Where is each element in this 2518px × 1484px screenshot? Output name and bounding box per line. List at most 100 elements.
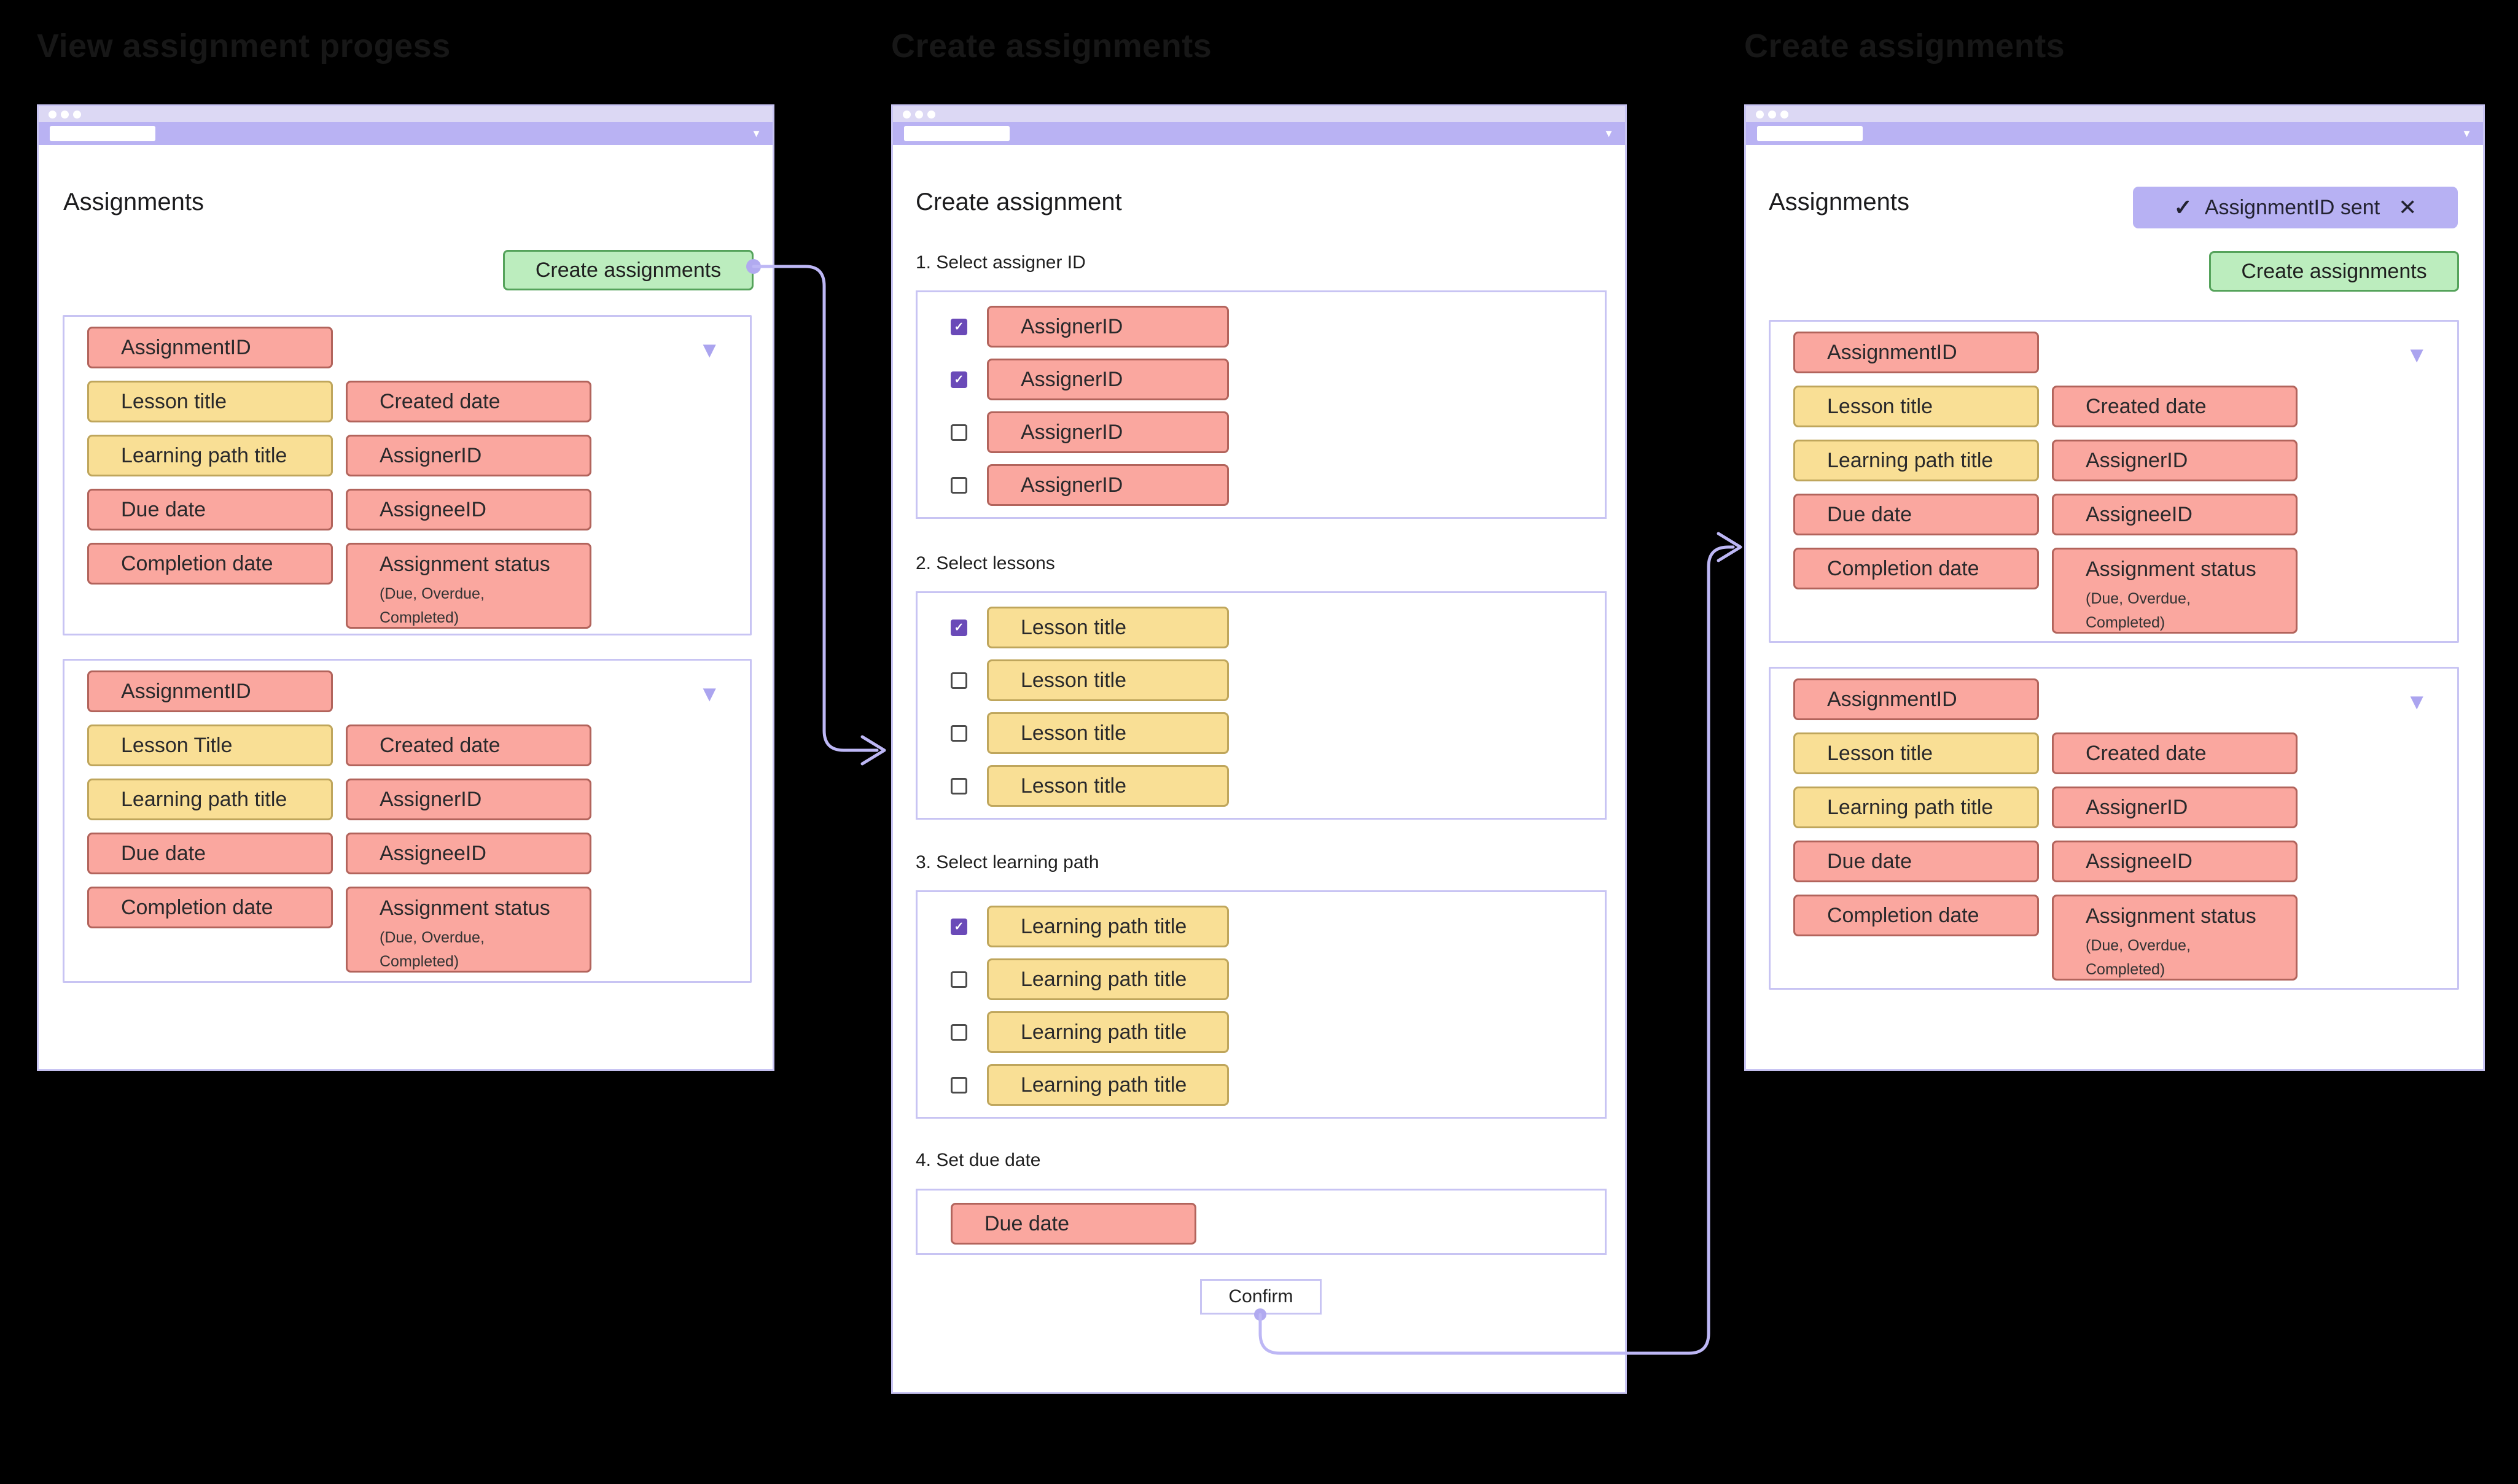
- option-row: ✓ Learning path title: [951, 1011, 1605, 1053]
- browser-window-create-assignment: ▼ Create assignment 1. Select assigner I…: [891, 104, 1627, 1394]
- field-chip-assignee-id: AssigneeID: [2052, 494, 2298, 535]
- window-titlebar: [1746, 106, 2483, 122]
- option-row: ✓ AssignerID: [951, 359, 1605, 400]
- section-title-view-progress: View assignment progess: [37, 28, 451, 64]
- field-chip-lesson-title: Lesson Title: [87, 725, 333, 766]
- option-row: ✓ Lesson title: [951, 712, 1605, 754]
- card-row: Lesson title Created date: [87, 381, 750, 422]
- arrowhead-icon: [860, 735, 886, 766]
- address-bar: ▼: [1746, 122, 2483, 145]
- field-chip-assigner-id: AssignerID: [346, 779, 591, 820]
- address-bar-field[interactable]: [50, 126, 155, 141]
- confirm-button[interactable]: Confirm: [1200, 1279, 1322, 1315]
- option-chip-assigner-id[interactable]: AssignerID: [987, 306, 1229, 348]
- field-chip-assignee-id: AssigneeID: [346, 489, 591, 530]
- status-values-note: (Due, Overdue, Completed): [380, 928, 485, 970]
- option-chip-assigner-id[interactable]: AssignerID: [987, 464, 1229, 506]
- option-chip-assigner-id[interactable]: AssignerID: [987, 411, 1229, 453]
- page-title: Assignments: [1769, 188, 1909, 216]
- field-chip-assigner-id: AssignerID: [2052, 787, 2298, 828]
- card-row: Completion date Assignment status (Due, …: [1793, 548, 2457, 634]
- checkbox[interactable]: ✓: [951, 476, 967, 494]
- option-chip-learning-path-title[interactable]: Learning path title: [987, 958, 1229, 1000]
- checkbox[interactable]: ✓: [951, 371, 967, 388]
- option-row: ✓ Learning path title: [951, 1064, 1605, 1106]
- page-title: Create assignment: [916, 188, 1122, 216]
- chevron-down-icon[interactable]: ▼: [1604, 128, 1614, 139]
- option-row: ✓ Learning path title: [951, 906, 1605, 947]
- option-row: ✓ Learning path title: [951, 958, 1605, 1000]
- traffic-light-icon: [915, 110, 923, 118]
- field-chip-completion-date: Completion date: [1793, 548, 2039, 589]
- chevron-down-icon[interactable]: ▼: [751, 128, 762, 139]
- create-assignments-button[interactable]: Create assignments: [503, 250, 754, 290]
- window-titlebar: [893, 106, 1625, 122]
- field-chip-assignee-id: AssigneeID: [2052, 841, 2298, 882]
- collapse-triangle-icon[interactable]: ▼: [2406, 342, 2428, 367]
- option-chip-learning-path-title[interactable]: Learning path title: [987, 906, 1229, 947]
- collapse-triangle-icon[interactable]: ▼: [698, 681, 720, 706]
- field-chip-created-date: Created date: [2052, 732, 2298, 774]
- checkbox[interactable]: ✓: [951, 424, 967, 441]
- checkbox[interactable]: ✓: [951, 1024, 967, 1041]
- card-row: Lesson title Created date: [1793, 732, 2457, 774]
- field-chip-assignment-id: AssignmentID: [87, 670, 333, 712]
- card-row: Lesson title Created date: [1793, 386, 2457, 427]
- check-icon: ✓: [954, 320, 964, 333]
- option-chip-learning-path-title[interactable]: Learning path title: [987, 1064, 1229, 1106]
- arrowhead-icon: [1717, 532, 1742, 562]
- checkbox[interactable]: ✓: [951, 672, 967, 689]
- checkbox[interactable]: ✓: [951, 619, 967, 636]
- option-chip-assigner-id[interactable]: AssignerID: [987, 359, 1229, 400]
- address-bar-field[interactable]: [904, 126, 1010, 141]
- field-chip-due-date: Due date: [1793, 494, 2039, 535]
- due-date-chip[interactable]: Due date: [951, 1203, 1196, 1245]
- section-title-create-assignments-result: Create assignments: [1744, 28, 2065, 64]
- checkbox[interactable]: ✓: [951, 971, 967, 988]
- field-chip-assigner-id: AssignerID: [346, 435, 591, 476]
- close-icon[interactable]: ✕: [2398, 195, 2417, 220]
- collapse-triangle-icon[interactable]: ▼: [2406, 689, 2428, 714]
- card-row: Completion date Assignment status (Due, …: [1793, 895, 2457, 981]
- option-row: Due date: [951, 1203, 1605, 1245]
- collapse-triangle-icon[interactable]: ▼: [698, 337, 720, 362]
- address-bar-field[interactable]: [1757, 126, 1863, 141]
- card-row: Lesson Title Created date: [87, 725, 750, 766]
- option-chip-learning-path-title[interactable]: Learning path title: [987, 1011, 1229, 1053]
- checkbox[interactable]: ✓: [951, 1076, 967, 1094]
- field-chip-assignment-status: Assignment status (Due, Overdue, Complet…: [346, 887, 591, 973]
- create-assignments-button[interactable]: Create assignments: [2209, 251, 2459, 292]
- chevron-down-icon[interactable]: ▼: [2461, 128, 2472, 139]
- option-row: ✓ Lesson title: [951, 607, 1605, 648]
- status-values-note: (Due, Overdue, Completed): [2086, 936, 2191, 978]
- check-icon: ✓: [2173, 195, 2193, 220]
- step-box-select-lessons: ✓ Lesson title ✓ Lesson title ✓ Lesson t…: [916, 591, 1607, 820]
- card-row: Learning path title AssignerID: [1793, 440, 2457, 481]
- address-bar: ▼: [39, 122, 773, 145]
- checkbox[interactable]: ✓: [951, 725, 967, 742]
- checkbox[interactable]: ✓: [951, 318, 967, 335]
- traffic-light-icon: [903, 110, 911, 118]
- checkbox[interactable]: ✓: [951, 918, 967, 935]
- traffic-light-icon: [73, 110, 81, 118]
- card-row: Completion date Assignment status (Due, …: [87, 543, 750, 629]
- window-titlebar: [39, 106, 773, 122]
- field-chip-due-date: Due date: [87, 489, 333, 530]
- option-chip-lesson-title[interactable]: Lesson title: [987, 712, 1229, 754]
- checkbox[interactable]: ✓: [951, 777, 967, 794]
- card-row: Learning path title AssignerID: [1793, 787, 2457, 828]
- browser-window-assignments-sent: ▼ Assignments ✓ AssignmentID sent ✕ Crea…: [1744, 104, 2485, 1071]
- field-chip-assignment-status: Assignment status (Due, Overdue, Complet…: [346, 543, 591, 629]
- option-chip-lesson-title[interactable]: Lesson title: [987, 765, 1229, 807]
- toast-message: AssignmentID sent: [2204, 195, 2380, 219]
- status-values-note: (Due, Overdue, Completed): [2086, 589, 2191, 631]
- step-box-due-date: Due date: [916, 1189, 1607, 1255]
- option-chip-lesson-title[interactable]: Lesson title: [987, 607, 1229, 648]
- field-chip-created-date: Created date: [346, 381, 591, 422]
- step-label-set-due-date: 4. Set due date: [916, 1150, 1041, 1170]
- assignment-card: AssignmentID ▼ Lesson Title Created date…: [63, 659, 752, 983]
- field-chip-assignment-status: Assignment status (Due, Overdue, Complet…: [2052, 895, 2298, 981]
- field-chip-assignment-id: AssignmentID: [87, 327, 333, 368]
- card-header-row: AssignmentID ▼: [1793, 332, 2457, 373]
- option-chip-lesson-title[interactable]: Lesson title: [987, 659, 1229, 701]
